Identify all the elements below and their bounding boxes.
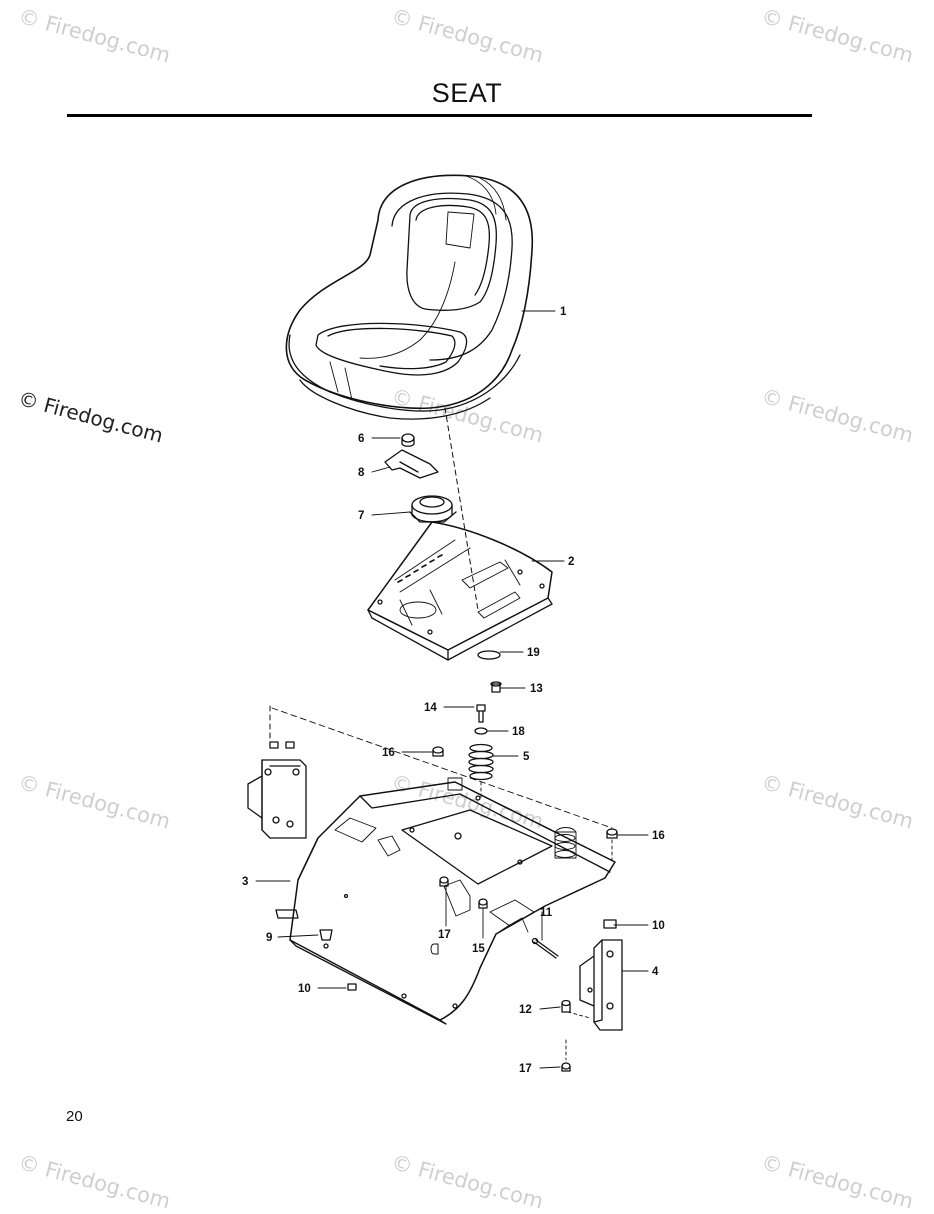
cap-part-9 [319, 929, 333, 941]
callout-6: 6 [358, 433, 364, 445]
seat-frame-part-3 [275, 777, 616, 1025]
callout-18: 18 [512, 726, 525, 738]
nut-part-16-left [432, 746, 444, 757]
callout-5: 5 [523, 751, 530, 763]
callout-8: 8 [358, 467, 365, 479]
left-bracket [247, 741, 307, 839]
page-title: SEAT [431, 78, 503, 108]
callout-10-right: 10 [652, 920, 665, 932]
callout-2: 2 [568, 556, 574, 568]
clip-part-10-right [603, 919, 617, 929]
nut-part-16-right [606, 828, 618, 839]
leader-lines [255, 310, 649, 1069]
callout-16-right: 16 [652, 830, 665, 842]
washer-part-18 [474, 727, 488, 735]
clip-part-10-left [347, 983, 357, 991]
callout-13: 13 [530, 683, 543, 695]
nut-part-17-center [439, 876, 449, 887]
seat-part [285, 174, 534, 420]
callout-16-left: 16 [382, 747, 395, 759]
bolt-part-15 [478, 898, 488, 909]
bolt-part-13 [490, 681, 502, 693]
nut-part-17-bottom [561, 1062, 571, 1072]
bolt-part-12 [561, 999, 571, 1013]
callout-19: 19 [527, 647, 540, 659]
callout-14: 14 [424, 702, 437, 714]
callout-12: 12 [519, 1004, 532, 1016]
seat-switch-part-7 [409, 495, 457, 523]
callout-17-center: 17 [438, 929, 451, 941]
callout-4: 4 [652, 966, 659, 978]
callout-1: 1 [560, 306, 567, 318]
bolt-part-14 [476, 704, 486, 723]
callout-labels: 1 6 8 7 2 19 13 14 18 16 5 16 3 11 17 10… [242, 306, 665, 1075]
title-underline [67, 114, 812, 117]
spring-part-5 [468, 743, 494, 781]
callout-17-bottom: 17 [519, 1063, 532, 1075]
page-number: 20 [66, 1108, 83, 1125]
callout-7: 7 [358, 510, 364, 522]
right-bracket-part-4 [579, 939, 623, 1031]
callout-9: 9 [266, 932, 272, 944]
washer-part-19 [477, 650, 501, 660]
rod-part-11 [531, 937, 559, 959]
nut-part-6 [401, 433, 415, 447]
callout-3: 3 [242, 876, 248, 888]
callout-15: 15 [472, 943, 485, 955]
seat-plate-part-2 [367, 521, 553, 661]
callout-11: 11 [540, 907, 553, 919]
bracket-part-8 [384, 449, 439, 479]
callout-10-left: 10 [298, 983, 311, 995]
